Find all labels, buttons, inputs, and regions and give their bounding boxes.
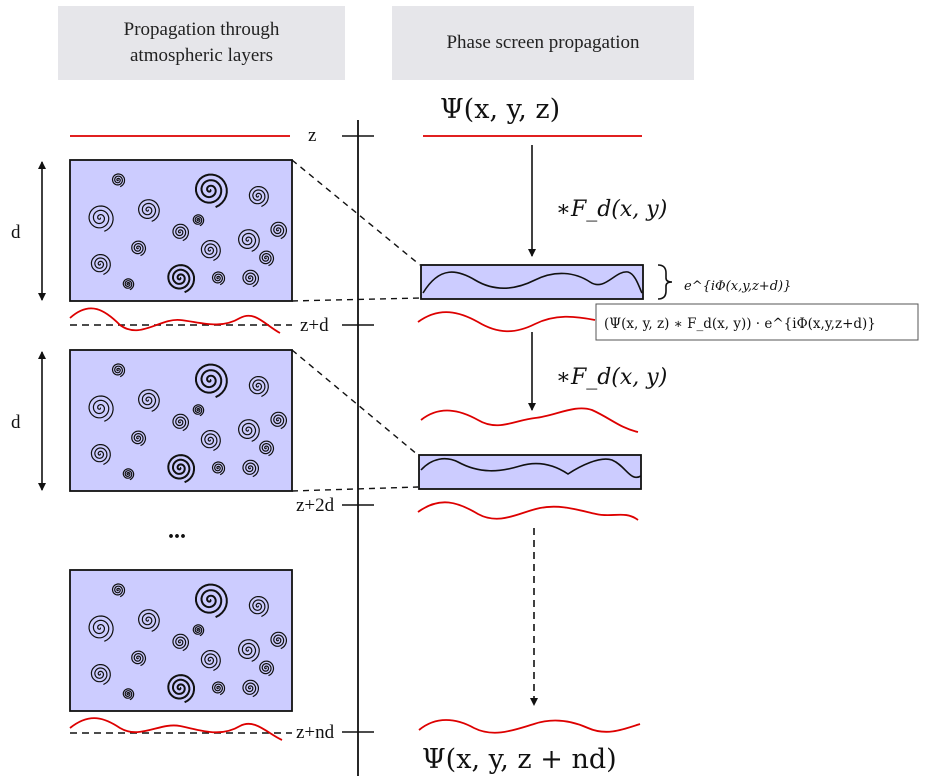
swirl-icon (259, 660, 275, 677)
swirl-icon (90, 254, 111, 276)
swirl-icon (172, 413, 189, 432)
label-z-plus-nd: z+nd (296, 722, 335, 743)
swirl-icon (90, 444, 111, 466)
swirl-icon (111, 173, 126, 188)
swirl-icon (111, 363, 126, 378)
swirl-icon (237, 639, 260, 662)
swirl-icon (200, 650, 221, 672)
swirl-icon (259, 250, 275, 267)
projection-bottom-2 (291, 486, 419, 492)
swirl-icon (137, 389, 160, 412)
swirl-icon (195, 583, 228, 618)
boxed-formula: (Ψ(x, y, z) ∗ F_d(x, y)) · e^{iΦ(x,y,z+d… (604, 316, 876, 332)
phase-profile-2 (420, 457, 642, 479)
header-phase-screen: Phase screen propagation (392, 6, 694, 80)
projection-top-2 (291, 349, 419, 456)
swirl-icon (211, 681, 226, 696)
wavefront-right-n (418, 719, 641, 734)
swirl-icon (88, 615, 114, 642)
swirl-icon (248, 376, 269, 398)
header-left-line2: atmospheric layers (130, 45, 273, 66)
psi-final: Ψ(x, y, z + nd) (422, 744, 617, 775)
header-left-line1: Propagation through (123, 19, 280, 40)
header-right-label: Phase screen propagation (446, 32, 640, 53)
phase-screen-brace (657, 264, 673, 300)
swirl-icon (270, 221, 287, 240)
wavefront-left-n (69, 717, 283, 741)
wavefront-right-1 (417, 311, 596, 333)
swirl-icon (242, 459, 259, 478)
swirl-icon (237, 229, 260, 252)
swirl-icon (137, 609, 160, 632)
swirl-icon (211, 271, 226, 286)
swirl-icon (192, 404, 205, 417)
swirl-icon (248, 186, 269, 208)
swirl-icon (242, 679, 259, 698)
swirl-icon (242, 269, 259, 288)
swirl-icon (111, 583, 126, 598)
swirl-icon (200, 240, 221, 262)
swirl-icon (167, 454, 195, 484)
convolution-label-2: ∗F_d(x, y) (556, 365, 667, 390)
ellipsis: ... (168, 518, 186, 544)
swirl-icon (237, 419, 260, 442)
thickness-label-2: d (11, 412, 21, 433)
projection-top-1 (291, 159, 421, 266)
phase-profile-1 (422, 271, 643, 294)
swirl-icon (167, 674, 195, 704)
swirl-icon (192, 624, 205, 637)
swirl-icon (270, 631, 287, 650)
wavefront-right-2 (420, 407, 639, 433)
projection-bottom-1 (291, 297, 421, 302)
swirl-icon (211, 461, 226, 476)
swirl-icon (122, 278, 135, 291)
swirl-icon (172, 633, 189, 652)
swirl-icon (131, 430, 147, 447)
swirl-icon (137, 199, 160, 222)
label-z-plus-d: z+d (300, 315, 329, 336)
header-atmospheric-layers: Propagation through atmospheric layers (58, 6, 345, 80)
swirl-icon (172, 223, 189, 242)
swirl-icon (131, 240, 147, 257)
swirl-icon (192, 214, 205, 227)
swirl-icon (88, 205, 114, 232)
thickness-label-1: d (11, 222, 21, 243)
swirl-icon (259, 440, 275, 457)
swirl-icon (122, 688, 135, 701)
wavefront-right-3 (417, 501, 639, 521)
swirl-icon (195, 363, 228, 398)
label-z-plus-2d: z+2d (296, 495, 335, 516)
label-z: z (308, 125, 316, 146)
swirl-icon (122, 468, 135, 481)
turbulence-swirls (88, 173, 287, 704)
swirl-icon (200, 430, 221, 452)
swirl-icon (90, 664, 111, 686)
swirl-icon (248, 596, 269, 618)
psi-initial: Ψ(x, y, z) (440, 94, 560, 125)
phase-factor: e^{iΦ(x,y,z+d)} (684, 279, 791, 294)
axis-ticks (342, 135, 374, 733)
wavefront-left-1 (69, 307, 281, 334)
swirl-icon (167, 264, 195, 294)
swirl-icon (195, 173, 228, 208)
swirl-icon (88, 395, 114, 422)
convolution-label-1: ∗F_d(x, y) (556, 197, 667, 222)
swirl-icon (131, 650, 147, 667)
swirl-icon (270, 411, 287, 430)
boxed-formula-frame (595, 303, 919, 341)
